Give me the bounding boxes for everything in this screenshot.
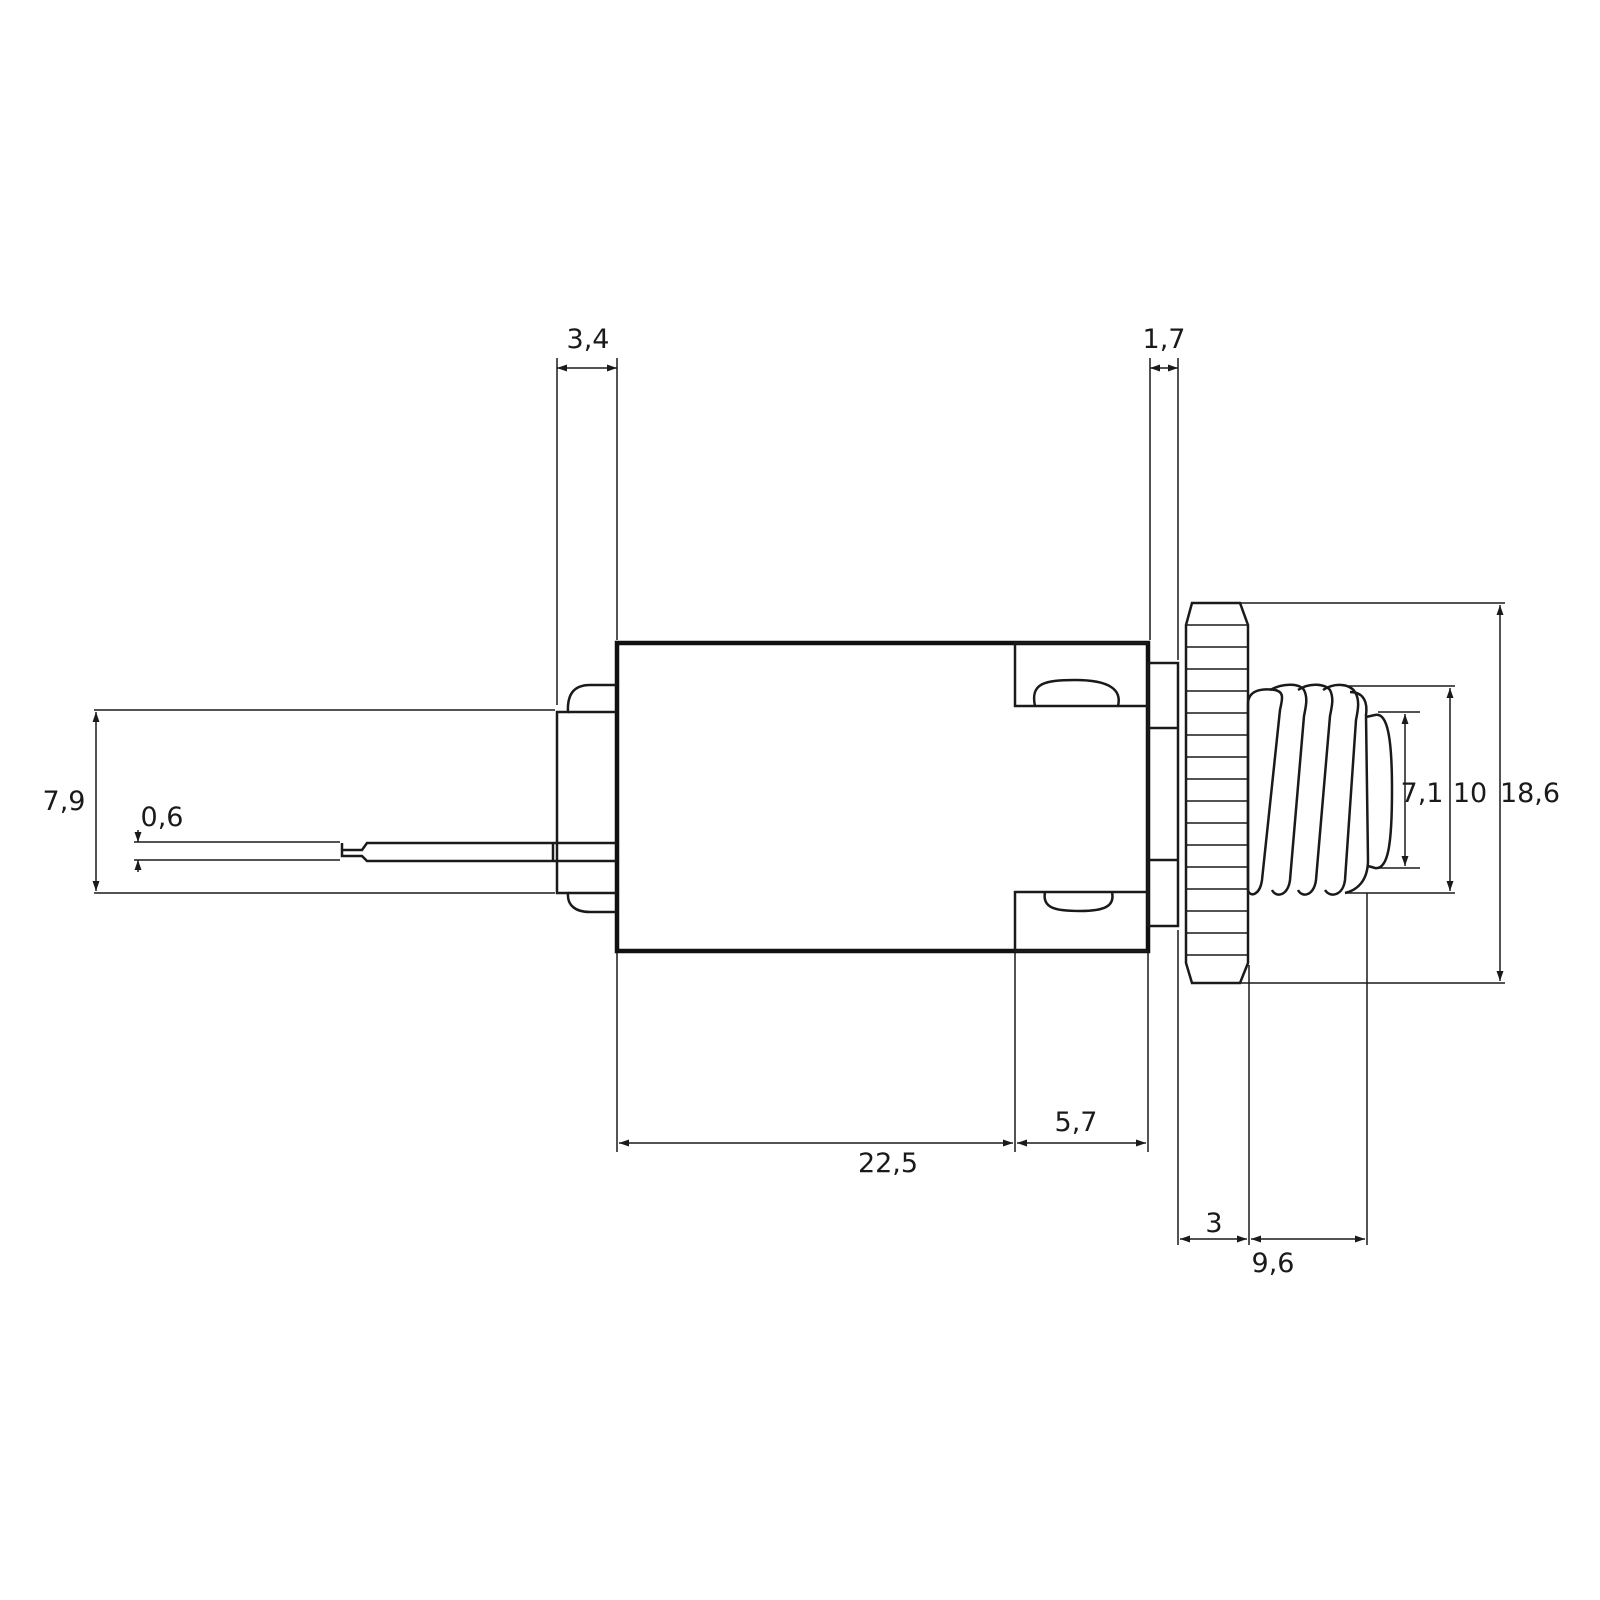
dim-9-6: 9,6 (1252, 1248, 1295, 1279)
lower-pocket-slot (1043, 891, 1114, 913)
dim-22-5: 22,5 (858, 1148, 918, 1179)
threaded-bushing (1246, 683, 1394, 896)
dim-5-7: 5,7 (1055, 1107, 1098, 1138)
dim-7-9: 7,9 (43, 786, 86, 817)
upper-pocket (1013, 641, 1148, 708)
dim-3-4: 3,4 (567, 324, 610, 355)
dimensions: 3,4 1,7 7,9 0,6 7,1 10 18,6 (43, 324, 1561, 1279)
housing-body (614, 640, 1151, 954)
component-body (340, 601, 1394, 985)
dim-7-1: 7,1 (1401, 778, 1444, 809)
knurled-nut (1184, 601, 1250, 985)
dim-3: 3 (1205, 1208, 1222, 1239)
neck (1146, 661, 1180, 928)
pin (340, 841, 617, 863)
upper-pocket-slot (1032, 678, 1120, 707)
dim-18-6: 18,6 (1500, 778, 1560, 809)
dim-10: 10 (1453, 778, 1487, 809)
dim-1-7: 1,7 (1143, 324, 1186, 355)
dim-0-6: 0,6 (141, 802, 184, 833)
left-terminal-tab (555, 683, 617, 914)
lower-pocket (1013, 890, 1148, 953)
